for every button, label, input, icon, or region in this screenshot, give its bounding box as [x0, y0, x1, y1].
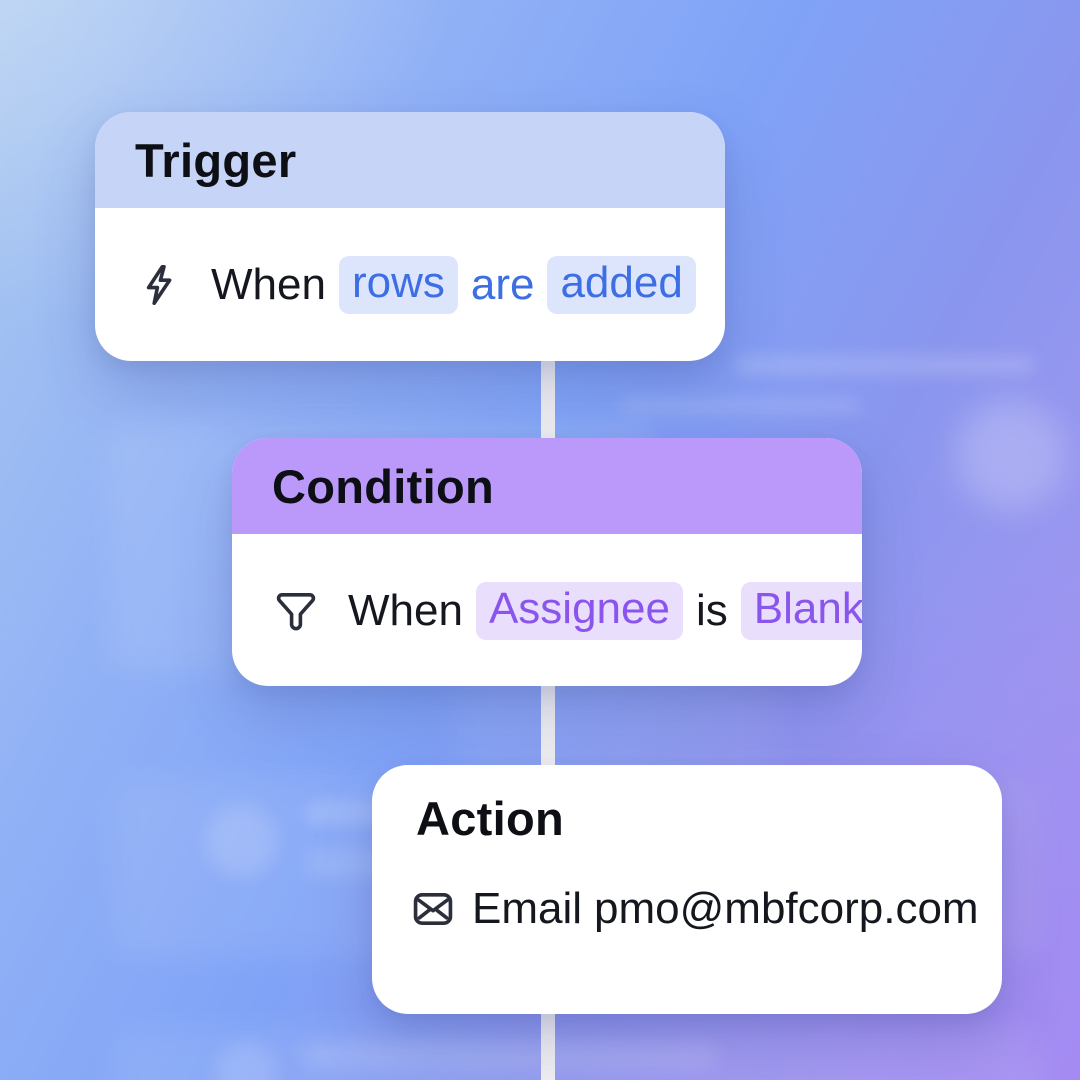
condition-word-is: is: [695, 585, 728, 635]
trigger-card-body: When rows are added: [95, 208, 725, 361]
envelope-icon: [410, 886, 456, 932]
background-blurred-avatar: [205, 805, 277, 877]
condition-card[interactable]: Condition When Assignee is Blank: [232, 438, 862, 686]
trigger-card[interactable]: Trigger When rows are added: [95, 112, 725, 361]
trigger-chip-rows[interactable]: rows: [338, 255, 458, 314]
background-blurred-textbar: [735, 356, 1035, 374]
trigger-word-are: are: [470, 259, 535, 309]
condition-card-header: Condition: [232, 438, 862, 534]
trigger-word-when: When: [211, 259, 326, 309]
action-card-title: Action: [416, 792, 565, 845]
condition-chip-assignee[interactable]: Assignee: [475, 581, 683, 640]
action-word-email: Email: [472, 884, 583, 933]
background-blurred-textbar: [620, 398, 860, 414]
trigger-chip-added[interactable]: added: [547, 255, 696, 314]
background-blurred-row: [112, 1028, 1042, 1080]
funnel-icon: [272, 587, 320, 635]
action-card-body: Email pmo@mbfcorp.com: [372, 884, 1002, 934]
background-blurred-textbar: [300, 1042, 720, 1070]
condition-word-when: When: [348, 585, 463, 635]
condition-card-body: When Assignee is Blank: [232, 534, 862, 686]
condition-card-title: Condition: [272, 459, 494, 513]
trigger-card-header: Trigger: [95, 112, 725, 208]
background-blurred-avatar: [215, 1042, 277, 1080]
lightning-icon: [135, 261, 183, 309]
action-email-address[interactable]: pmo@mbfcorp.com: [594, 884, 979, 933]
action-sentence: Email pmo@mbfcorp.com: [472, 884, 979, 934]
action-card[interactable]: Action Email pmo@mbfcorp.com: [372, 765, 1002, 1014]
condition-sentence: When Assignee is Blank: [348, 581, 862, 640]
background-glow: [955, 400, 1065, 510]
condition-chip-blank[interactable]: Blank: [740, 581, 862, 640]
trigger-card-title: Trigger: [135, 133, 297, 187]
trigger-sentence: When rows are added: [211, 255, 696, 314]
